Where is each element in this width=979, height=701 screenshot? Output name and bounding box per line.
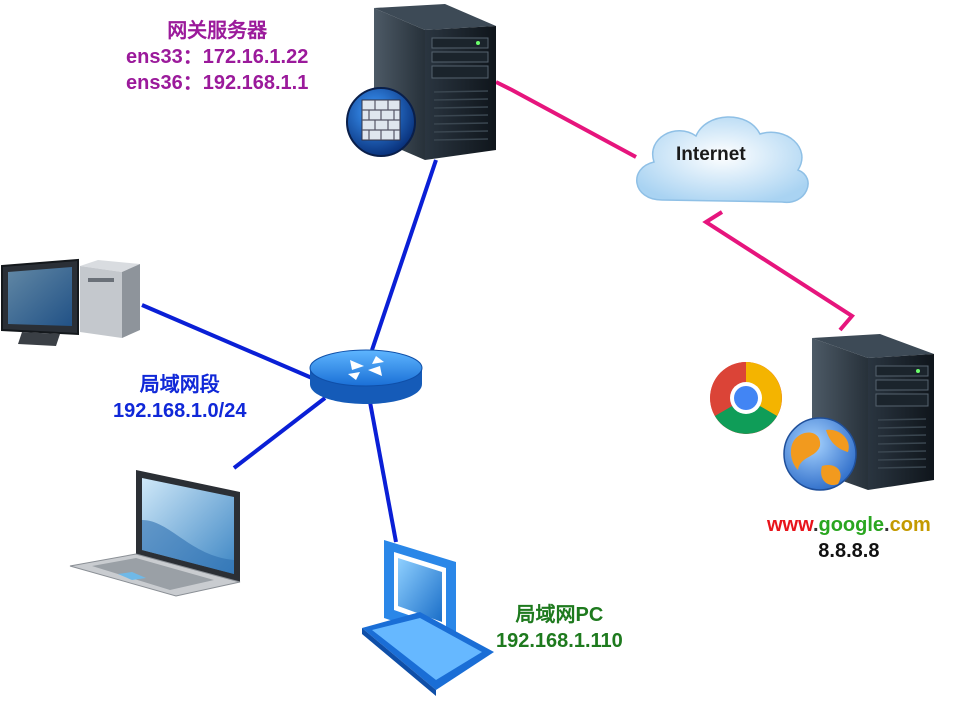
domain-part-dot1: .	[812, 514, 819, 536]
server-icon	[374, 4, 496, 160]
firewall-icon	[346, 87, 416, 157]
link-router-desktop	[141, 303, 313, 380]
lan-label: 局域网段 192.168.1.0/24	[113, 372, 246, 424]
remote-ip: 8.8.8.8	[818, 540, 880, 562]
gateway-ens36: ens36：192.168.1.1	[126, 72, 309, 94]
gateway-ens33: ens33：172.16.1.22	[126, 46, 309, 68]
gateway-label: 网关服务器 ens33：172.16.1.22 ens36：192.168.1.…	[126, 18, 308, 96]
domain-part-dot2: .	[884, 514, 890, 536]
domain-part-google: google	[818, 514, 885, 536]
chrome-icon	[710, 362, 782, 434]
globe-icon	[783, 417, 857, 491]
lan-pc-label: 局域网PC 192.168.1.110	[496, 602, 623, 654]
domain-part-www: www	[767, 514, 813, 536]
gateway-title: 网关服务器	[167, 20, 268, 42]
desktop-pc-icon	[362, 540, 494, 696]
link-internet-google	[702, 210, 856, 332]
domain-part-com: com	[889, 514, 931, 536]
internet-label: Internet	[676, 144, 746, 165]
link-router-laptop	[232, 396, 327, 470]
remote-server-label: www.google.com 8.8.8.8	[767, 512, 931, 564]
lan-pc-ip: 192.168.1.110	[496, 630, 623, 652]
lan-pc-title: 局域网PC	[515, 604, 604, 626]
laptop-icon	[69, 470, 241, 597]
links	[141, 80, 856, 543]
desktop-computer-icon	[1, 258, 140, 346]
remote-domain: www.google.com	[767, 512, 931, 538]
link-router-lanpc	[368, 401, 398, 543]
router-icon	[309, 349, 423, 404]
lan-subnet: 192.168.1.0/24	[113, 400, 247, 422]
cloud-icon	[636, 116, 809, 203]
lan-title: 局域网段	[139, 374, 220, 396]
link-router-gateway	[370, 159, 438, 351]
link-gateway-internet	[495, 80, 637, 159]
